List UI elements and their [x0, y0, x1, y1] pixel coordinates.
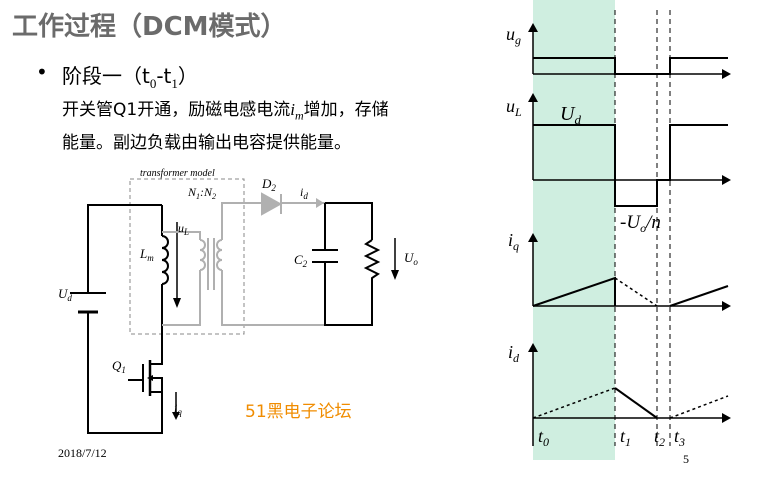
- inductor-voltage-label: uL: [178, 221, 189, 237]
- wire-left-top: [87, 204, 162, 290]
- trace-ul: [533, 124, 728, 207]
- trace-ug: [533, 57, 728, 75]
- diode-d2: [261, 192, 283, 216]
- stage-highlight: [533, 0, 615, 460]
- line1-text-b: 增加，存储: [303, 100, 389, 120]
- line1-var-sub: m: [294, 108, 304, 123]
- bullet-dot-icon: •: [36, 60, 48, 84]
- description-line-2: 能量。副边负载由输出电容提供能量。: [62, 133, 351, 154]
- ul-arrow-head: [173, 298, 181, 308]
- switch-label: Q1: [112, 358, 126, 375]
- wire-sec-bottom: [324, 262, 373, 326]
- circuit-labels: transformer model N1:N2 D2 id Ud Lm uL C…: [58, 168, 418, 417]
- slide-title: 工作过程（DCM模式）: [12, 12, 287, 42]
- uo-arrow-head: [391, 270, 399, 280]
- slide-date: 2018/7/12: [58, 446, 107, 460]
- bullet-sub1: 1: [171, 76, 178, 91]
- label-t3: t3: [674, 426, 685, 449]
- trace-iq-next: [669, 285, 729, 307]
- switch-current-label: iq: [174, 401, 182, 417]
- bullet-prefix: 阶段一（t: [62, 64, 150, 88]
- bullet-suffix: ）: [177, 64, 198, 88]
- bullet-stage-one: • 阶段一（t0-t1）: [36, 60, 198, 92]
- bullet-dash: -t: [156, 64, 172, 88]
- waveform-dotted: [532, 277, 729, 419]
- label-iq: iq: [508, 230, 519, 253]
- page-number: 5: [683, 452, 689, 466]
- inductor-label: Lm: [139, 246, 154, 263]
- id-arrow-head: [316, 198, 324, 208]
- ideal-transformer: [162, 202, 325, 326]
- watermark-text: 51黑电子论坛: [245, 402, 352, 422]
- bullet-sub0: 0: [149, 76, 157, 91]
- turns-ratio-label: N1:N2: [187, 185, 216, 201]
- wire-sec-top: [325, 202, 373, 240]
- transformer-model-box: [129, 178, 245, 335]
- description-paragraph: 开关管Q1开通，励磁电感电流im增加，存储 能量。副边负载由输出电容提供能量。: [62, 96, 482, 157]
- diode-current-label: id: [300, 185, 308, 201]
- label-ug: ug: [506, 24, 521, 47]
- line1-text-a: 开关管Q1开通，励磁电感电流: [62, 100, 291, 120]
- diode-label: D2: [261, 176, 276, 193]
- label-t2: t2: [654, 426, 665, 449]
- label-t1: t1: [620, 426, 631, 449]
- source-label: Ud: [58, 286, 72, 303]
- label-t0: t0: [538, 426, 549, 449]
- mosfet-source: [150, 391, 163, 420]
- capacitor-label: C2: [294, 252, 308, 269]
- time-markers: [614, 10, 671, 446]
- circuit-diagram: [70, 178, 399, 434]
- line1-var: i: [290, 100, 295, 119]
- label-neg-uo-n: -Uo/n: [620, 212, 661, 235]
- mosfet-drain: [150, 352, 163, 365]
- label-ul: uL: [506, 96, 522, 119]
- label-id: id: [508, 342, 520, 365]
- description-line-1: 开关管Q1开通，励磁电感电流im增加，存储: [62, 96, 482, 129]
- inductor-lm: [161, 235, 169, 285]
- resistor-load: [363, 239, 381, 280]
- waveform-labels: ug uL Ud -Uo/n iq id t0 t1 t2 t3: [506, 24, 685, 449]
- trace-id: [614, 387, 658, 419]
- iq-arrow-head: [172, 412, 180, 420]
- transformer-model-label: transformer model: [140, 168, 215, 179]
- output-voltage-label: Uo: [404, 250, 418, 267]
- wire-left-bottom: [87, 318, 163, 434]
- axis-arrowheads: [528, 23, 731, 423]
